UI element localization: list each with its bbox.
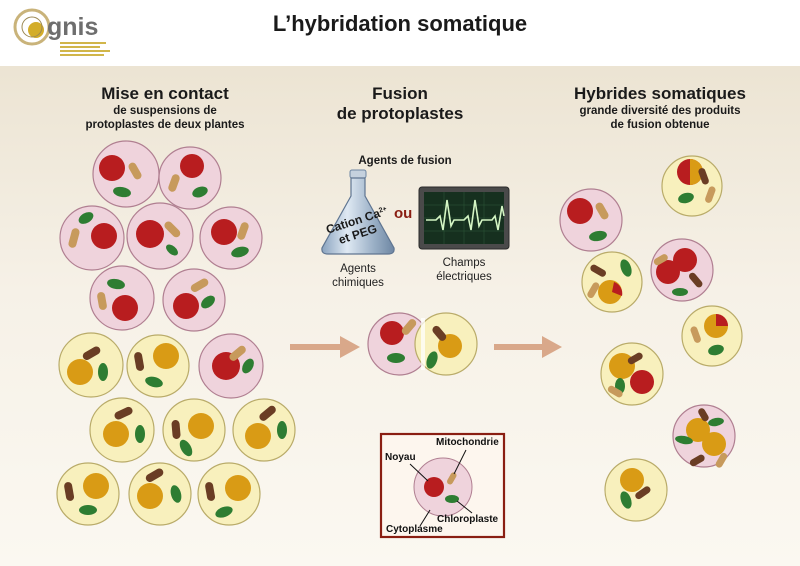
middle-heading-block: Fusion de protoplastes	[320, 84, 480, 124]
left-heading-block: Mise en contact de suspensions de protop…	[40, 84, 290, 132]
legend-label-mitochondria: Mitochondrie	[436, 437, 499, 448]
middle-heading-1: Fusion	[372, 84, 428, 103]
electric-fields-label: Champs électriques	[418, 256, 510, 284]
agents-title: Agents de fusion	[358, 155, 452, 167]
left-sub-2: protoplastes de deux plantes	[85, 119, 245, 131]
electric-label-1: Champs	[442, 257, 486, 269]
legend-label-nucleus: Noyau	[385, 452, 416, 463]
main-panel	[0, 66, 800, 566]
header-band	[0, 0, 800, 66]
legend-label-chloroplast: Chloroplaste	[437, 514, 499, 525]
logo-tagline-lines	[60, 42, 110, 56]
page-title: L’hybridation somatique	[272, 11, 528, 36]
gnis-logo: gnis	[12, 6, 122, 60]
or-label: ou	[394, 205, 413, 222]
flask-superscript: 2+	[378, 206, 388, 215]
left-heading: Mise en contact	[101, 84, 229, 103]
electric-field-monitor-icon	[418, 186, 510, 250]
right-heading: Hybrides somatiques	[574, 84, 746, 103]
chemical-label-2: chimiques	[332, 277, 384, 289]
middle-heading-2: de protoplastes	[336, 104, 464, 123]
logo-wordmark: gnis	[47, 13, 99, 41]
chemical-agents-label: Agents chimiques	[318, 262, 398, 290]
right-sub-2: de fusion obtenue	[610, 119, 710, 131]
legend-label-cytoplasm: Cytoplasme	[386, 524, 443, 535]
left-sub-1: de suspensions de	[113, 105, 217, 117]
logo-mark-icon	[13, 8, 51, 46]
right-heading-block: Hybrides somatiques grande diversité des…	[530, 84, 790, 132]
electric-label-2: électriques	[436, 271, 492, 283]
flask-icon: Cation Ca2+ et PEG	[321, 169, 395, 255]
chemical-label-1: Agents	[340, 263, 376, 275]
right-sub-1: grande diversité des produits	[579, 105, 741, 117]
